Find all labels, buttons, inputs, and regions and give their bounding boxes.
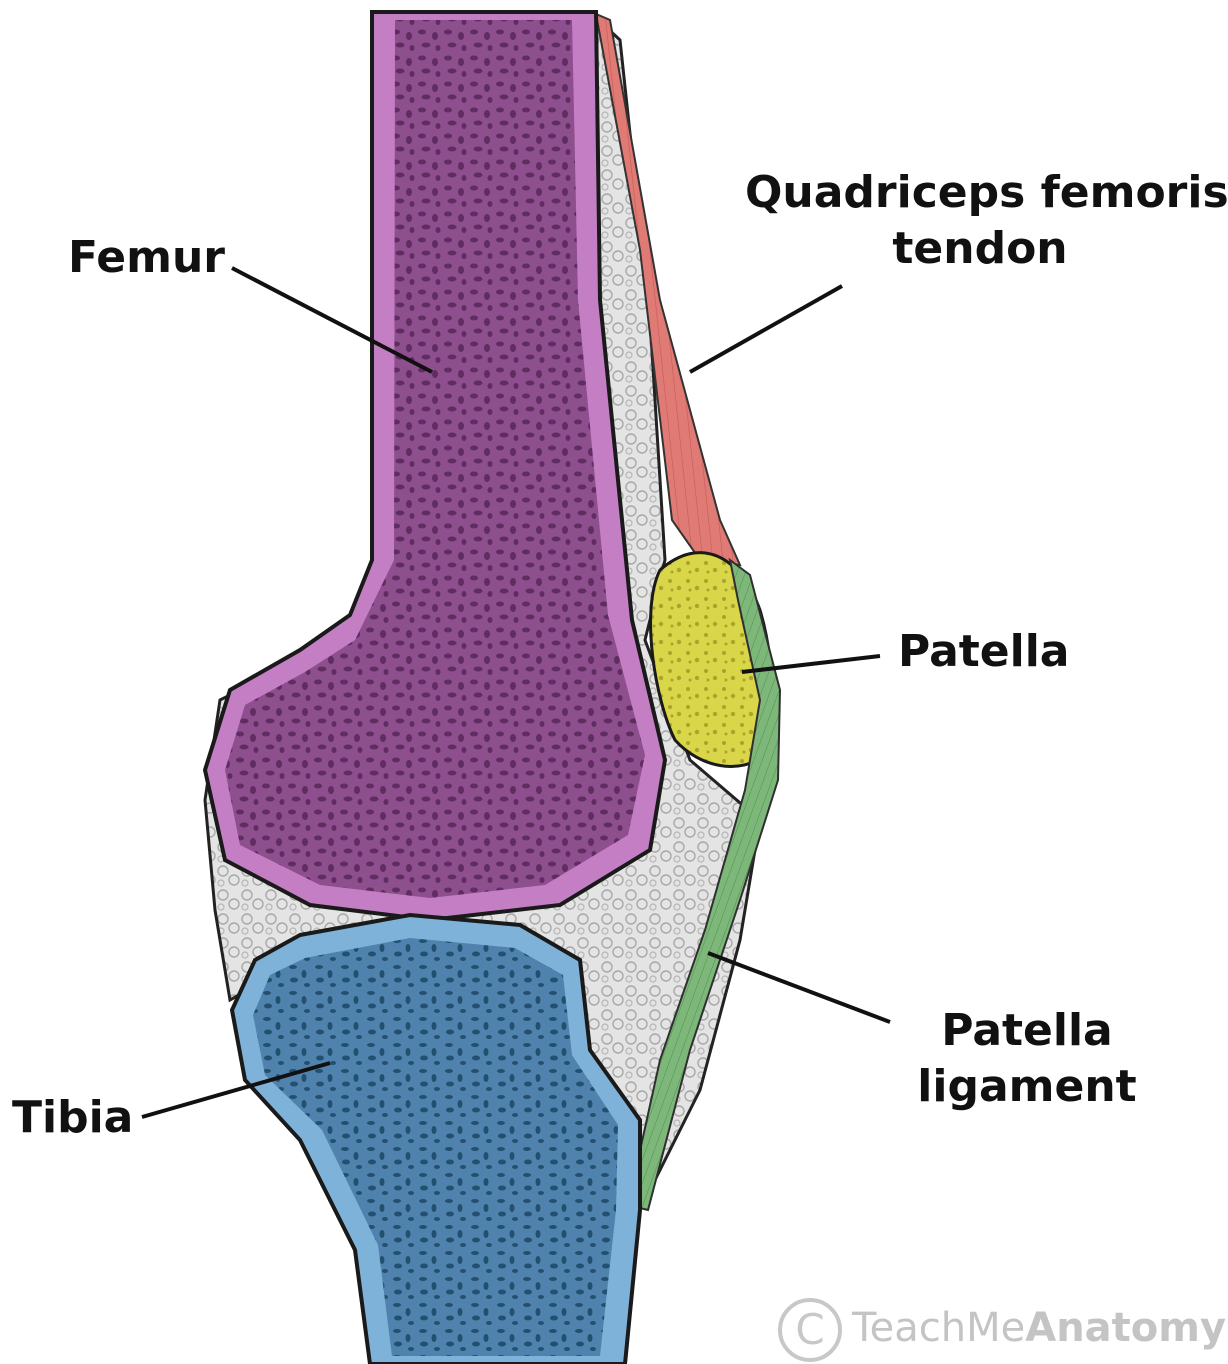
label-tibia-text: Tibia: [12, 1090, 133, 1146]
label-femur: Femur: [68, 230, 225, 286]
label-ligament-line2: ligament: [912, 1059, 1142, 1115]
ligament-leader-line: [708, 953, 890, 1022]
label-tibia: Tibia: [12, 1090, 133, 1146]
label-patella-ligament: Patella ligament: [912, 1003, 1142, 1115]
label-patella-text: Patella: [898, 624, 1070, 680]
label-quadriceps-line1: Quadriceps femoris: [745, 165, 1215, 221]
copyright-icon: C: [778, 1298, 842, 1362]
watermark-brand-bold: Anatomy: [1025, 1305, 1226, 1351]
label-quadriceps-line2: tendon: [745, 221, 1215, 277]
label-ligament-line1: Patella: [912, 1003, 1142, 1059]
label-patella: Patella: [898, 624, 1070, 680]
watermark-brand-light: TeachMe: [852, 1305, 1025, 1351]
label-quadriceps-femoris-tendon: Quadriceps femoris tendon: [745, 165, 1215, 277]
quadriceps-leader-line: [690, 286, 842, 372]
label-femur-text: Femur: [68, 230, 225, 286]
